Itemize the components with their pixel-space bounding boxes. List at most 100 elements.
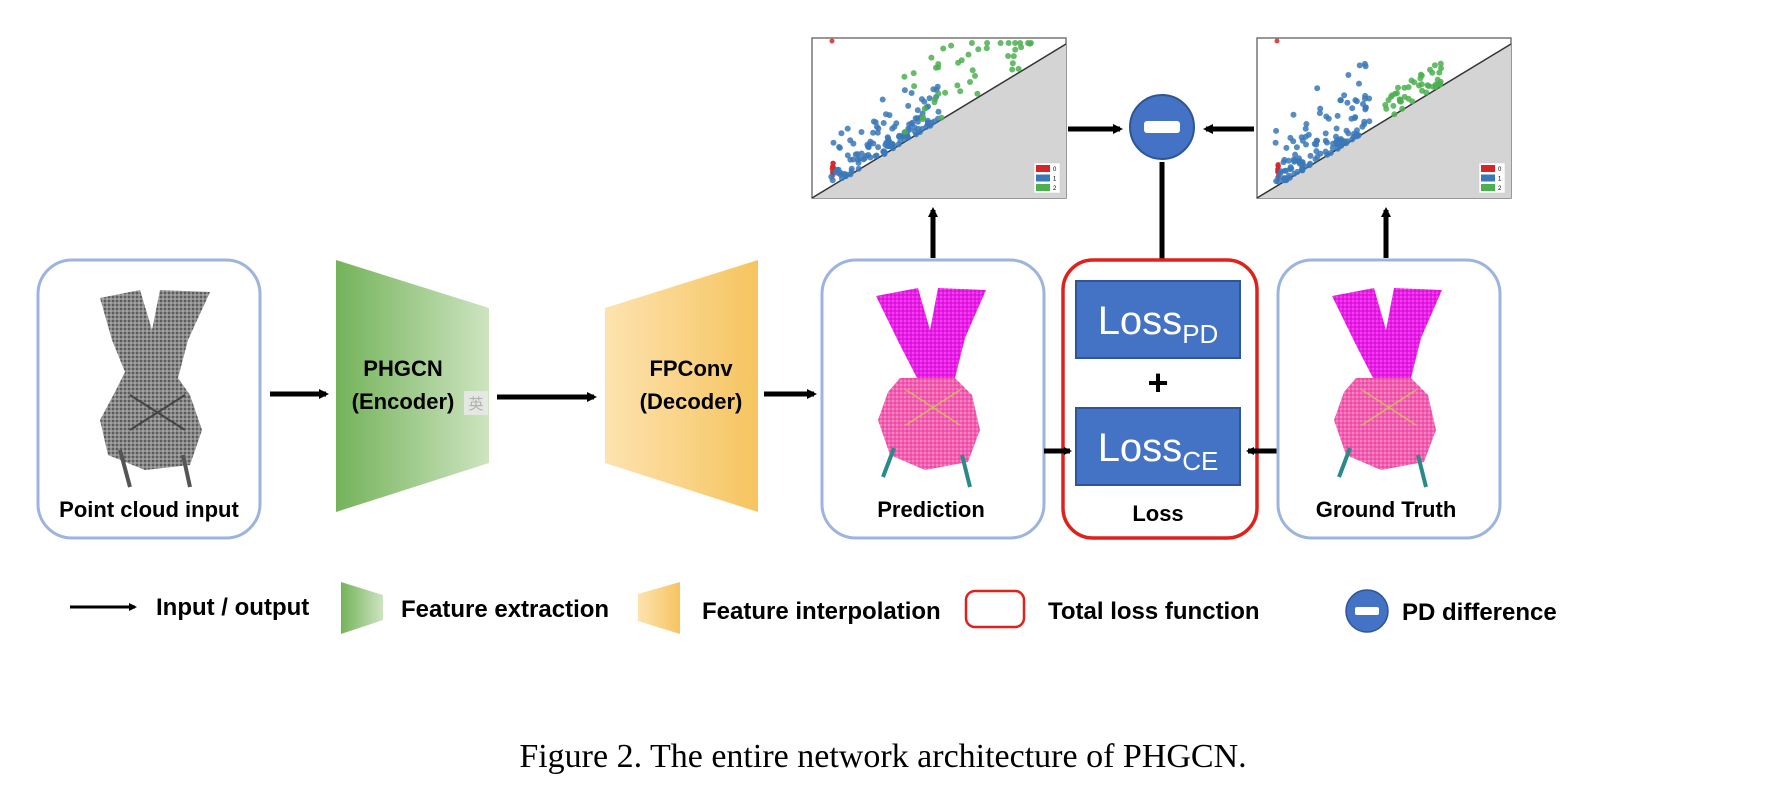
pd-point [997,40,1004,46]
pd-point [911,83,918,90]
pd-point [908,90,915,96]
pd-point [1437,60,1444,67]
pd-point [893,120,900,127]
pd-point [1294,168,1301,175]
pd-point [969,67,976,74]
pd-point [1417,75,1424,82]
pd-point [1277,168,1284,175]
pd-point [948,42,955,49]
legend-label-2: 2 [1053,186,1057,192]
pd-point [881,150,888,157]
pd-point [911,124,918,131]
pd-point [1352,97,1359,104]
point-cloud-input-node: Point cloud input [36,258,262,540]
legend-red-rounded-box-icon [964,589,1026,629]
pd-point [1362,63,1369,70]
legend-label-1: 1 [1498,177,1502,183]
pd-point [867,154,874,161]
pd-point [957,88,964,95]
pd-point [1314,137,1320,144]
legend-minus-sign-icon [1355,607,1379,615]
pd-point [934,83,941,90]
pd-point [921,98,928,105]
pd-point [870,129,877,136]
pd-point [910,70,917,77]
pd-point [935,61,942,67]
pd-point [906,126,913,133]
pd-point [983,45,990,52]
ground-truth-label: Ground Truth [1316,497,1457,522]
pd-point [1408,77,1415,84]
pd-point [1272,139,1279,146]
decoder-block: FPConv (Decoder) [605,260,758,512]
point-cloud-input-label: Point cloud input [59,497,239,522]
legend-feature-interpolation-label: Feature interpolation [702,598,941,625]
pd-plot-points [828,38,1034,184]
legend-feature-extraction-label: Feature extraction [401,596,610,623]
pd-point [855,159,862,166]
pd-point [1333,141,1340,148]
pd-point [854,151,861,158]
pd-point [1287,164,1294,171]
pd-point [1329,145,1336,151]
pd-point [1345,130,1352,137]
pd-point [919,116,926,123]
figure-caption: Figure 2. The entire network architectur… [519,738,1247,775]
pd-point [984,40,991,46]
pd-point [1431,62,1438,69]
pd-point [1287,134,1294,141]
pd-point [1293,144,1300,151]
pd-point [1307,160,1314,167]
pd-point [864,141,871,148]
pd-point [938,114,945,121]
pd-point [1292,151,1299,158]
pd-point [879,96,886,103]
prediction-chair-point-cloud [876,288,986,488]
pd-point [1305,131,1312,138]
legend-swatch-1 [1036,174,1050,182]
pd-point [1314,85,1321,92]
pd-point [942,89,949,96]
ground-truth-node: Ground Truth [1276,258,1502,540]
loss-node: LossPD + LossCE Loss [1061,258,1259,540]
pd-point [896,132,903,139]
pd-point [1389,92,1396,99]
pd-point [954,82,961,89]
pd-point [830,139,837,146]
pd-point [1303,121,1310,127]
pd-point [1314,153,1321,160]
pd-point [965,51,972,58]
pd-point [1302,125,1309,132]
pd-point [1362,92,1369,99]
pd-point [926,95,933,102]
pd-point [1385,97,1392,104]
pd-point [1307,152,1314,159]
pd-point [895,141,902,148]
loss-pd-main: Loss [1098,299,1183,343]
legend-label-0: 0 [1053,167,1057,173]
pd-point [884,134,891,141]
pd-point [1316,110,1323,117]
pd-point [1280,159,1287,166]
loss-pd-text: LossPD [1098,299,1219,349]
pd-point [1005,40,1012,46]
pd-point [1273,127,1280,134]
pd-point [974,90,981,97]
pd-point [844,152,851,159]
pd-plot-points [1272,38,1444,185]
legend-orange-trapezoid-icon [638,582,680,634]
pd-point [855,165,862,172]
pd-point [919,125,926,132]
legend-green-trapezoid-icon [341,582,383,634]
pd-point [931,99,938,106]
legend-label-0: 0 [1498,167,1502,173]
prediction-persistence-diagram: 0 1 2 [811,37,1067,199]
legend-label-1: 1 [1053,177,1057,183]
pd-point [1005,53,1012,59]
pd-point [836,144,843,151]
pd-point [1352,114,1359,121]
pd-point [1362,104,1369,111]
pd-point [858,129,865,135]
loss-ce-subscript: CE [1182,446,1218,476]
pd-point [1010,53,1017,60]
